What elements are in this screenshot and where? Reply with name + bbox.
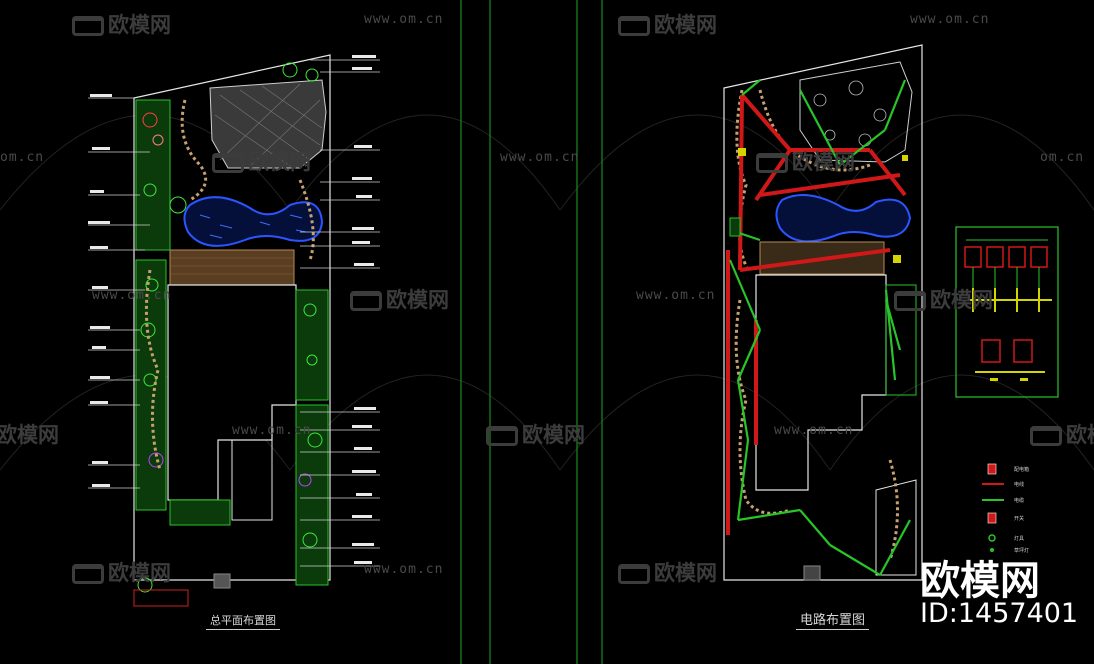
watermark-brand: 欧模网 (894, 284, 993, 314)
legend-label: 配电箱 (1014, 467, 1030, 473)
watermark-brand: 欧模网 (486, 419, 585, 449)
watermark-site: www.om.cn (500, 150, 580, 165)
legend-label: 电线 (1014, 482, 1025, 488)
sofa-logo-icon (894, 291, 926, 311)
watermark-brand: 欧模网 (0, 423, 59, 447)
circuit-wiring-red (726, 93, 907, 535)
sofa-logo-icon (756, 153, 788, 173)
master-plan-drawing (88, 54, 380, 607)
wood-deck (169, 249, 295, 286)
sofa-logo-icon (618, 16, 650, 36)
sofa-logo-icon (618, 564, 650, 584)
pool-2 (775, 194, 912, 243)
stamp-brand: 欧模网 (920, 558, 1040, 604)
legend-label: 开关 (1014, 516, 1025, 522)
light-fixtures (738, 148, 908, 263)
watermark-brand: 欧模网 (1030, 419, 1094, 449)
site-boundary-2 (723, 44, 923, 581)
sofa-logo-icon (1030, 426, 1062, 446)
sheet-frame-lines (460, 0, 603, 664)
watermark-site: www.om.cn (364, 562, 444, 577)
watermark-brand: 欧模网 (212, 146, 311, 176)
watermark-site: www.om.cn (774, 423, 854, 438)
watermark-brand: 欧模网 (350, 284, 449, 314)
watermark-site: www.om.cn (636, 288, 716, 303)
annotation-leaders-left (88, 97, 150, 489)
legend-label: 草坪灯 (1014, 548, 1030, 554)
distribution-panel-diagram (955, 226, 1059, 398)
watermark-site: www.om.cn (910, 12, 990, 27)
legend-label: 电缆 (1014, 498, 1025, 504)
watermark-brand: 欧模网 (72, 557, 171, 587)
circuit-plan-title: 电路布置图 (796, 609, 870, 630)
site-boundary (133, 54, 331, 581)
watermark-site: om.cn (1040, 150, 1085, 165)
watermark-brand: 欧模网 (756, 146, 855, 176)
paved-plaza (209, 79, 327, 169)
annotation-labels-left (88, 94, 112, 487)
legend-label: 灯具 (1014, 536, 1025, 542)
watermark-brand: 欧模网 (72, 9, 171, 39)
stamp-id: ID:1457401 (920, 598, 1079, 629)
watermark-site: www.om.cn (232, 423, 312, 438)
watermark-brand: 欧模网 (618, 557, 717, 587)
sofa-logo-icon (72, 16, 104, 36)
watermark-site: www.om.cn (364, 12, 444, 27)
annotation-leaders-right (300, 59, 380, 567)
plaza-outline-2 (799, 61, 913, 163)
sofa-logo-icon (72, 564, 104, 584)
watermark-site: www.om.cn (92, 288, 172, 303)
stepping-path (180, 99, 208, 202)
sofa-logo-icon (212, 153, 244, 173)
sofa-logo-icon (486, 426, 518, 446)
circuit-plan-drawing (723, 44, 923, 581)
pool (183, 196, 324, 247)
shrub-symbols (137, 62, 323, 593)
paving-pattern (214, 83, 323, 167)
lower-court (231, 439, 273, 521)
legend-symbols (982, 463, 1004, 552)
pool-ripples (199, 214, 307, 239)
annotation-labels-right (352, 55, 376, 564)
master-plan-title: 总平面布置图 (206, 612, 280, 630)
circuit-wiring-green (728, 79, 911, 576)
watermark-site: om.cn (0, 150, 45, 165)
sofa-logo-icon (350, 291, 382, 311)
watermark-brand: 欧模网 (618, 9, 717, 39)
